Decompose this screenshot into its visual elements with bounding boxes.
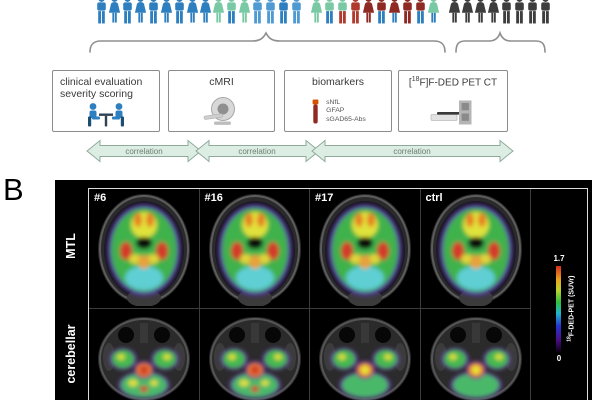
mri-scanner-icon (203, 97, 235, 125)
column-label: ctrl (425, 192, 443, 204)
person-icon-female (474, 0, 487, 23)
person-icon-female (134, 0, 147, 23)
pet-cell-mtl-4: ctrl (420, 189, 531, 309)
pet-brain-image (208, 317, 301, 400)
correlation-arrows: correlation correlation correlation (86, 139, 514, 163)
box-clinical-evaluation: clinical evaluation severity scoring (52, 70, 160, 132)
double-arrow (311, 139, 514, 163)
person-icon-female (186, 0, 199, 23)
cohort-group-patients-subset (310, 0, 440, 28)
pet-cell-cerebellar-3 (310, 309, 421, 400)
grouping-braces (89, 30, 546, 53)
biomarker-list: sNfL GFAP sGAD65-Abs (326, 99, 366, 125)
box-title: [18F]F-DED PET CT (408, 76, 498, 89)
colorbar-label: 18F-DED-PET (SUVr) (566, 275, 576, 342)
row-label-cerebellar: cerebellar (64, 324, 78, 384)
person-icon-male (502, 0, 511, 24)
pet-cell-mtl-2: #16 (199, 189, 310, 309)
person-icon-male (149, 0, 158, 24)
petct-scanner-icon (430, 100, 472, 125)
pet-cell-mtl-3: #17 (310, 189, 421, 309)
box-title: biomarkers (312, 76, 364, 88)
pet-image-panel: MTL cerebellar #6 (55, 180, 592, 400)
pet-brain-image (208, 194, 301, 306)
pet-cell-cerebellar-2 (200, 309, 310, 400)
person-icon-male (292, 0, 301, 24)
pet-brain-image (319, 194, 411, 306)
row-label-mtl: MTL (64, 233, 78, 259)
brace-patients (89, 31, 446, 53)
pet-brain-image (98, 194, 190, 306)
person-icon-male (266, 0, 275, 24)
person-icon-male (377, 0, 386, 24)
person-icon-female (427, 0, 440, 23)
blood-tube-icon (312, 99, 319, 124)
brace-controls (455, 30, 546, 53)
person-icon-male (515, 0, 524, 24)
person-icon-female (461, 0, 474, 23)
person-icon-female (388, 0, 401, 23)
person-icon-female (108, 0, 121, 23)
pet-cell-cerebellar-1 (89, 309, 200, 400)
person-icon-male (325, 0, 334, 24)
person-icon-female (310, 0, 323, 23)
person-icon-female (160, 0, 173, 23)
person-icon-male (541, 0, 550, 24)
pet-brain-image (429, 194, 522, 306)
person-icon-male (338, 0, 347, 24)
person-icon-female (448, 0, 461, 23)
biomarker-item: sNfL (326, 98, 341, 106)
colorbar-min: 0 (556, 354, 562, 363)
pet-brain-image (429, 317, 522, 400)
box-cmri: cMRI (168, 70, 275, 132)
person-icon-male (253, 0, 262, 24)
person-icon-male (416, 0, 425, 24)
column-label: #16 (204, 192, 223, 204)
person-icon-male (97, 0, 106, 24)
person-icon-female (212, 0, 225, 23)
box-title: clinical evaluation severity scoring (60, 76, 143, 101)
image-grid-frame (88, 188, 588, 400)
pet-brain-image (98, 317, 190, 400)
person-icon-male (279, 0, 288, 24)
person-icon-male (528, 0, 537, 24)
brain-image-grid: #6 #16 (89, 189, 531, 400)
colorbar-max: 1.7 (553, 254, 565, 263)
panel-b-label: B (3, 172, 24, 207)
arrow-label: correlation (393, 147, 430, 156)
person-icon-female (238, 0, 251, 23)
column-label: #17 (315, 192, 334, 204)
cohort-group-patients (95, 0, 303, 28)
person-icon-male (351, 0, 360, 24)
interview-icon (88, 103, 124, 127)
box-title: cMRI (209, 76, 234, 88)
column-label: #6 (94, 192, 107, 204)
cohort-group-controls (448, 0, 552, 28)
arrow-label: correlation (238, 147, 275, 156)
box-pet-ct: [18F]F-DED PET CT (398, 70, 508, 132)
box-biomarkers: biomarkers sNfL GFAP sGAD65-Abs (284, 70, 392, 132)
person-icon-female (487, 0, 500, 23)
person-icon-male (123, 0, 132, 24)
biomarker-item: GFAP (326, 107, 345, 115)
person-icon-male (175, 0, 184, 24)
biomarker-item: sGAD65-Abs (326, 116, 366, 124)
person-icon-male (403, 0, 412, 24)
colorbar-gradient (556, 266, 561, 352)
pet-brain-image (319, 317, 411, 400)
arrow-label: correlation (125, 147, 162, 156)
pet-cell-mtl-1: #6 (89, 189, 200, 309)
person-icon-female (362, 0, 375, 23)
person-icon-male (227, 0, 236, 24)
pet-cell-cerebellar-4 (421, 309, 531, 400)
person-icon-female (199, 0, 212, 23)
